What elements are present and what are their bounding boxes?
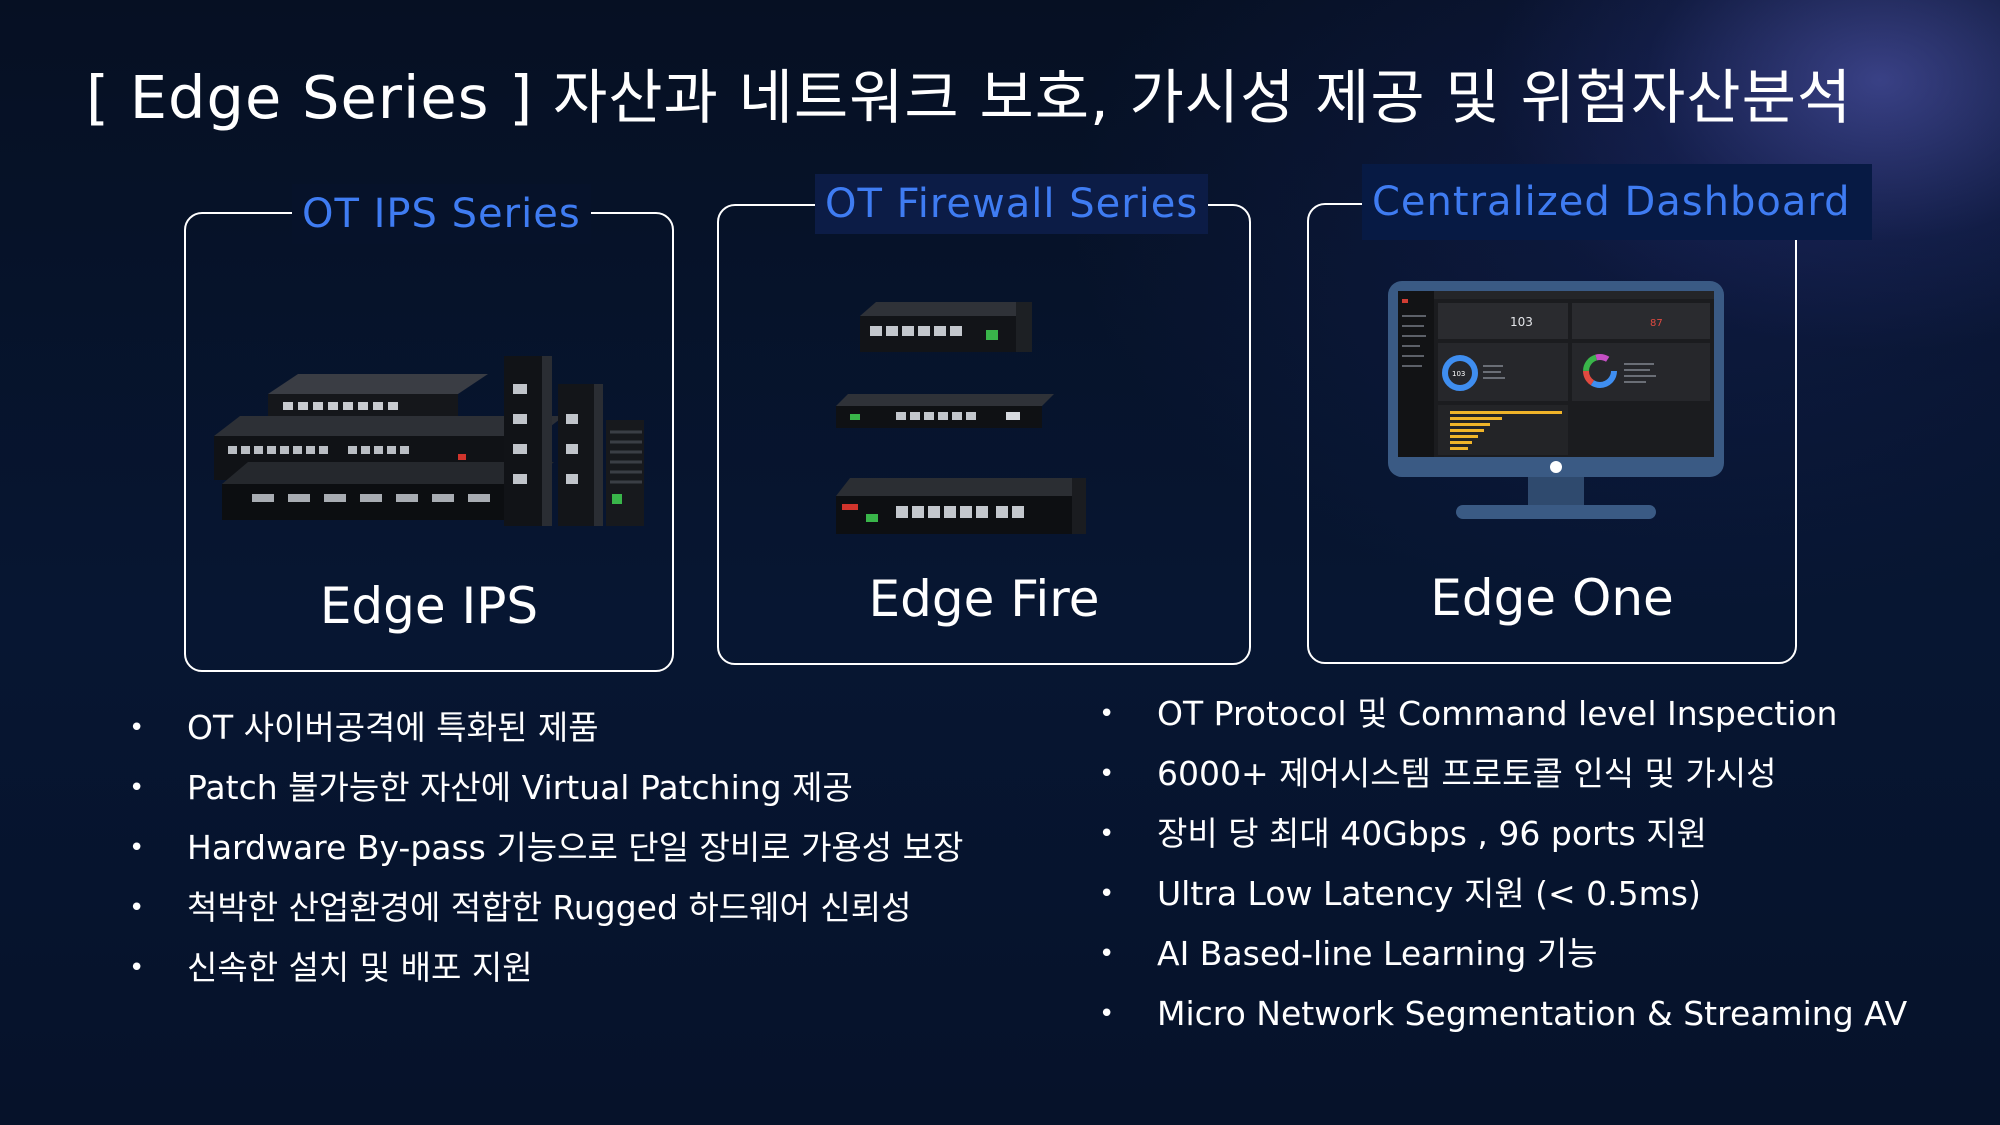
right-feature-list: OT Protocol 및 Command level Inspection 6… — [1099, 692, 1907, 1052]
list-item: Micro Network Segmentation & Streaming A… — [1099, 992, 1907, 1036]
slide-title: [ Edge Series ] 자산과 네트워크 보호, 가시성 제공 및 위험… — [86, 63, 1853, 132]
dashboard-stat-b: 87 — [1650, 318, 1663, 329]
firewall-appliances-image — [836, 286, 1136, 556]
list-item: 6000+ 제어시스템 프로토콜 인식 및 가시성 — [1099, 752, 1907, 796]
monitor-dashboard-image: 103 87 103 — [1388, 281, 1724, 529]
dashboard-stat-a: 103 — [1510, 315, 1533, 329]
panel-ot-ips: Edge IPS — [184, 212, 674, 672]
list-item: 척박한 산업환경에 적합한 Rugged 하드웨어 신뢰성 — [129, 886, 963, 930]
product-name-edge-ips: Edge IPS — [319, 577, 539, 635]
panel-heading-centralized-dashboard: Centralized Dashboard — [1362, 164, 1873, 240]
list-item: AI Based-line Learning 기능 — [1099, 932, 1907, 976]
product-name-edge-fire: Edge Fire — [868, 570, 1100, 628]
panel-heading-ot-firewall: OT Firewall Series — [815, 174, 1209, 234]
panel-centralized-dashboard: 103 87 103 Edge One — [1307, 203, 1797, 664]
product-name-edge-one: Edge One — [1430, 569, 1674, 627]
list-item: Patch 불가능한 자산에 Virtual Patching 제공 — [129, 766, 963, 810]
list-item: 신속한 설치 및 배포 지원 — [129, 946, 963, 990]
list-item: Ultra Low Latency 지원 (< 0.5ms) — [1099, 872, 1907, 916]
list-item: OT 사이버공격에 특화된 제품 — [129, 706, 963, 750]
list-item: 장비 당 최대 40Gbps , 96 ports 지원 — [1099, 812, 1907, 856]
dashboard-donut-label: 103 — [1452, 370, 1465, 378]
network-appliance-stack-image — [208, 344, 654, 534]
panel-ot-firewall: Edge Fire — [717, 204, 1251, 665]
list-item: Hardware By-pass 기능으로 단일 장비로 가용성 보장 — [129, 826, 963, 870]
left-feature-list: OT 사이버공격에 특화된 제품 Patch 불가능한 자산에 Virtual … — [129, 706, 963, 1006]
panel-heading-ot-ips: OT IPS Series — [292, 184, 591, 244]
list-item: OT Protocol 및 Command level Inspection — [1099, 692, 1907, 736]
